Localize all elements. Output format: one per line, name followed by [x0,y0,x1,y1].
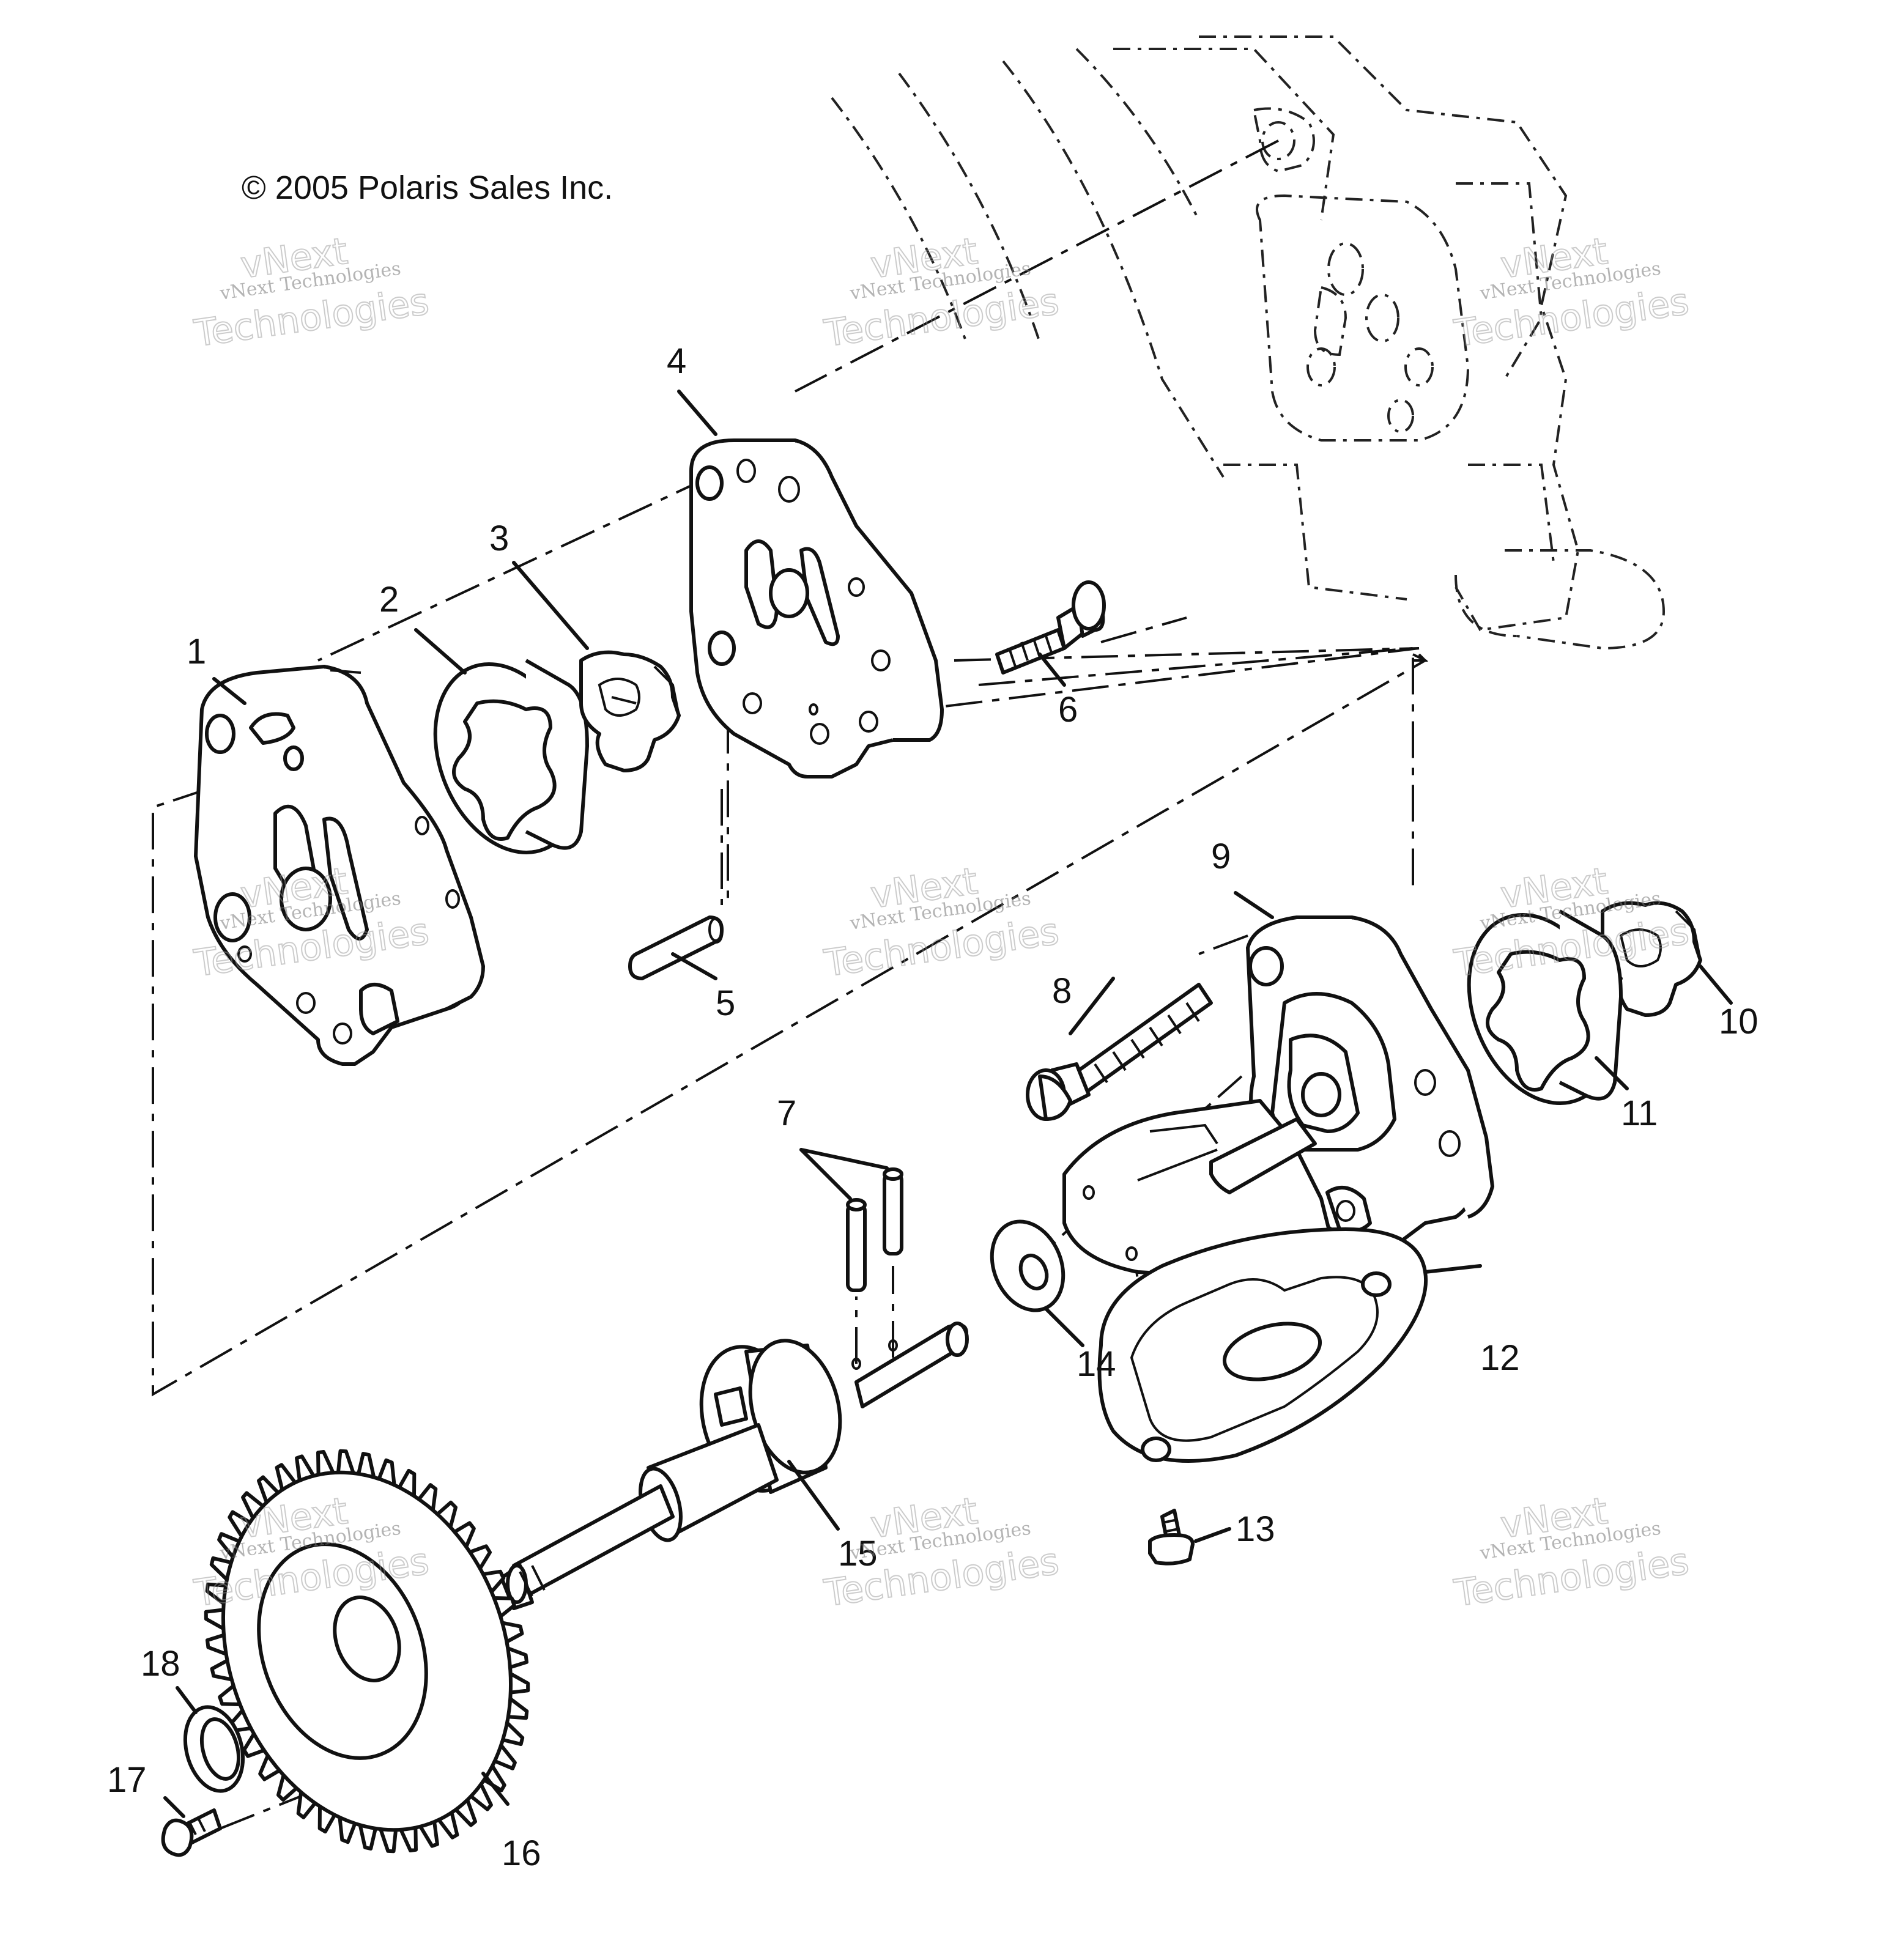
washer-14 [990,1219,1084,1347]
dowel-pin-5 [628,915,724,980]
callout-14: 14 [1077,1344,1116,1384]
engine-case-outline [831,35,1666,650]
pump-housing-9 [1062,915,1494,1280]
pump-body-1 [194,665,485,1066]
callout-13: 13 [1236,1509,1275,1549]
inner-rotor-10 [1601,901,1702,1017]
callout-9: 9 [1211,837,1231,876]
callout-16: 16 [502,1833,541,1873]
callout-3: 3 [489,519,509,558]
bolt-17 [161,1796,222,1857]
callout-12: 12 [1480,1338,1520,1378]
bolt-6 [995,580,1106,675]
callout-10: 10 [1719,1002,1759,1041]
screw-13 [1148,1509,1231,1566]
callout-4: 4 [667,341,686,381]
seal-ring-18 [176,1686,245,1793]
oil-screen-12 [1097,1227,1482,1463]
callout-6: 6 [1058,690,1078,730]
callout-8: 8 [1052,971,1072,1011]
callout-17: 17 [107,1760,147,1800]
long-bolt-8 [1026,983,1213,1121]
callout-18: 18 [141,1644,180,1684]
drive-shaft-15 [500,1322,969,1610]
leader-lines [212,390,1733,1090]
pump-plate-4 [689,438,944,778]
drive-gear-16 [204,1449,530,1854]
callout-5: 5 [716,983,735,1023]
callout-labels: 1 2 3 4 5 6 7 8 9 10 11 12 13 14 15 16 1… [107,341,1759,1873]
outer-rotor-2 [433,659,589,854]
callout-11: 11 [1621,1093,1658,1133]
inner-rotor-3 [579,650,681,772]
outer-rotor-11 [1467,909,1623,1105]
pins-7 [799,1148,903,1292]
callout-1: 1 [187,632,206,671]
copyright-notice: © 2005 Polaris Sales Inc. [242,169,613,206]
callout-7: 7 [777,1093,796,1133]
callout-15: 15 [838,1534,878,1574]
callout-2: 2 [379,580,399,619]
